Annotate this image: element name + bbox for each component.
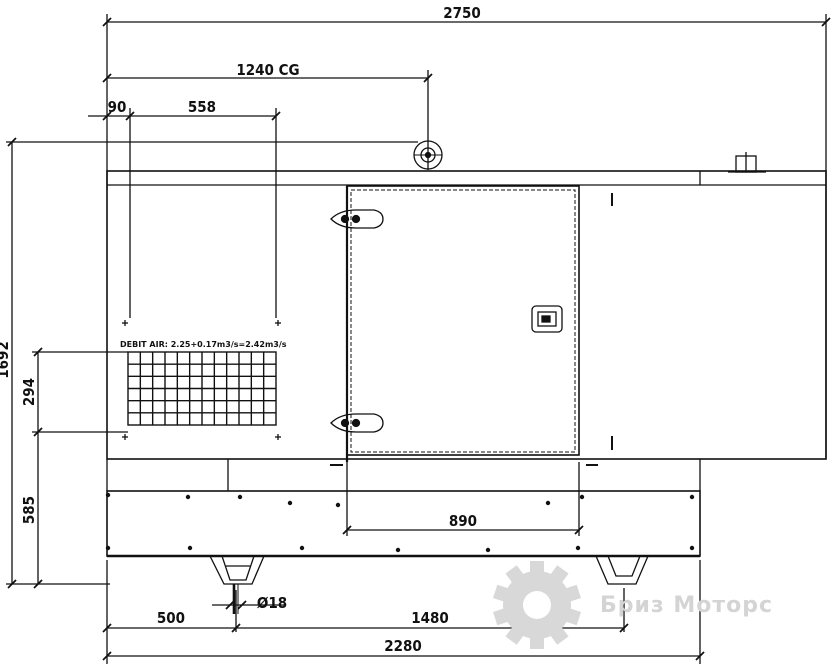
dim-base-length	[102, 560, 705, 664]
bolt	[579, 494, 585, 500]
gear-tooth	[548, 565, 569, 585]
gear-tooth	[530, 561, 544, 575]
bolt	[575, 545, 581, 551]
base-frame	[106, 490, 701, 558]
access-door	[345, 185, 580, 462]
dim-overall-length	[102, 14, 831, 458]
bolt	[689, 494, 695, 500]
watermark-text: Бриз Моторс	[600, 593, 773, 618]
gear-tooth	[492, 584, 511, 603]
label-door-width: 890	[449, 512, 477, 530]
label-overall-height: 1692	[0, 341, 12, 379]
dim-center-of-gravity	[102, 70, 433, 170]
label-mount-spacing: 1480	[411, 609, 449, 627]
gear-tooth	[492, 607, 511, 626]
bolt	[185, 494, 191, 500]
air-intake-grille	[127, 351, 277, 426]
exhaust-cap	[728, 152, 766, 173]
bolt	[545, 500, 551, 506]
bolt	[299, 545, 305, 551]
gear-tooth	[548, 625, 569, 645]
dim-hole-diameter	[212, 600, 286, 610]
dim-base-height	[33, 432, 43, 589]
mount-right	[595, 555, 649, 585]
label-mount-offset: 500	[157, 609, 185, 627]
door-side-marks	[330, 193, 613, 466]
door-lock	[531, 305, 563, 333]
label-offset-90: 90	[108, 98, 127, 116]
lifting-eye	[413, 140, 443, 170]
dim-grille-height	[32, 347, 128, 437]
bolt	[287, 500, 293, 506]
door-hinge-bottom	[330, 413, 384, 433]
bolt	[105, 545, 111, 551]
label-grille-width: 558	[188, 98, 216, 116]
grille-corner-marks	[122, 320, 281, 440]
gear-tooth	[530, 635, 544, 649]
base-bolts	[105, 492, 695, 553]
label-base-height: 585	[20, 496, 38, 524]
canopy-lower-band	[106, 459, 701, 491]
door-hinge-top	[330, 209, 384, 229]
bolt	[335, 502, 341, 508]
bolt	[105, 492, 111, 498]
dim-grille-offsets	[88, 108, 281, 318]
bolt	[689, 545, 695, 551]
bolt	[187, 545, 193, 551]
gear-icon	[492, 561, 582, 649]
label-overall-length: 2750	[443, 4, 481, 22]
dim-door-width	[342, 462, 584, 536]
bolt	[485, 547, 491, 553]
gear-tooth	[563, 607, 582, 626]
bolt	[237, 494, 243, 500]
label-center-of-gravity: 1240 CG	[236, 61, 299, 79]
bolt	[395, 547, 401, 553]
gear-tooth	[505, 565, 526, 585]
air-flow-note: DEBIT AIR: 2.25+0.17m3/s=2.42m3/s	[120, 340, 287, 349]
gear-tooth	[505, 625, 526, 645]
label-base-length: 2280	[384, 637, 422, 655]
mount-left	[208, 555, 265, 614]
label-grille-height: 294	[20, 378, 38, 406]
gear-tooth	[563, 584, 582, 603]
dim-overall-height	[6, 137, 418, 589]
label-hole-diameter: Ø18	[257, 594, 287, 612]
canopy	[106, 170, 827, 460]
